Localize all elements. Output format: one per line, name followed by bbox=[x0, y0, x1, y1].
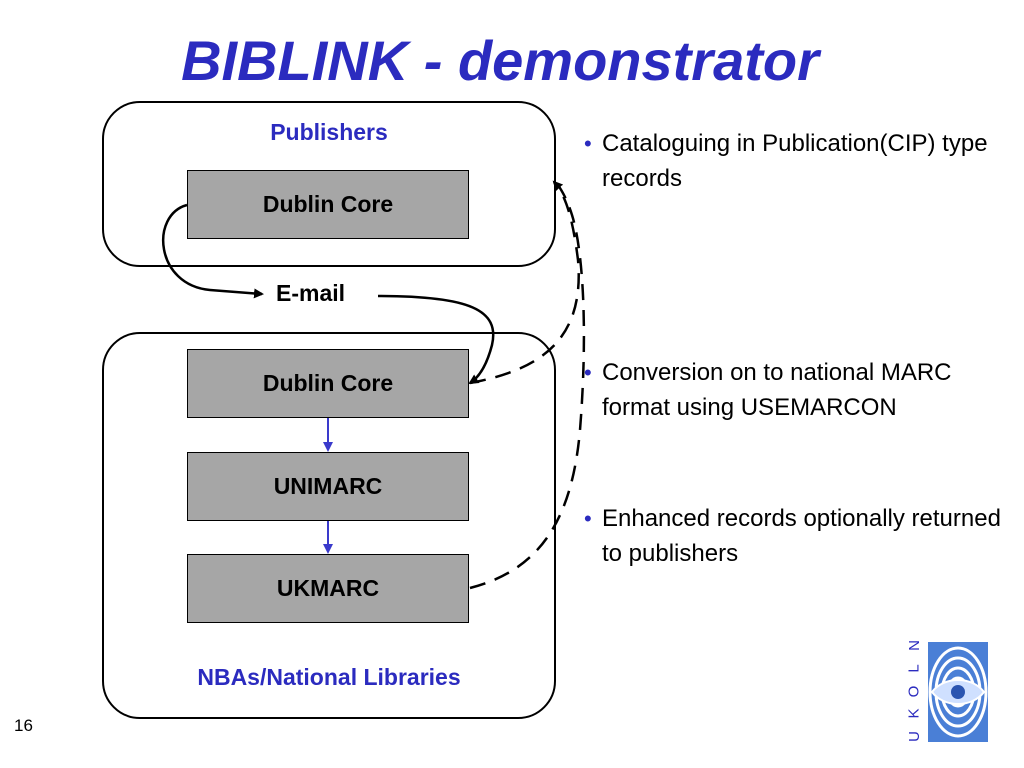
bullet-dot: • bbox=[584, 131, 592, 156]
email-label: E-mail bbox=[276, 280, 346, 306]
logo-letter: O bbox=[905, 685, 923, 697]
bullet-item: • Conversion on to national MARC format … bbox=[584, 355, 1004, 425]
bullet-item: • Enhanced records optionally returned t… bbox=[584, 501, 1004, 571]
bullet-text: Enhanced records optionally returned to … bbox=[602, 505, 1001, 567]
ukoln-logo-text: N L O K U bbox=[903, 637, 925, 745]
bullet-text: Cataloguing in Publication(CIP) type rec… bbox=[602, 130, 988, 192]
bullet-item: • Cataloguing in Publication(CIP) type r… bbox=[584, 126, 1004, 196]
bullet-dot: • bbox=[584, 360, 592, 385]
libraries-label: NBAs/National Libraries bbox=[197, 664, 461, 690]
page-number: 16 bbox=[14, 716, 33, 735]
email-receive-connector bbox=[377, 294, 495, 385]
unimarc-box[interactable]: UNIMARC bbox=[187, 452, 469, 521]
ukmarc-box[interactable]: UKMARC bbox=[187, 554, 469, 623]
libraries-dublin-core-box[interactable]: Dublin Core bbox=[187, 349, 469, 418]
logo-letter: N bbox=[905, 640, 923, 651]
bullet-text: Conversion on to national MARC format us… bbox=[602, 359, 952, 421]
logo-letter: L bbox=[905, 664, 923, 673]
logo-letter: K bbox=[905, 708, 923, 719]
bullet-dot: • bbox=[584, 506, 592, 531]
enhanced-return-dashed-connector bbox=[469, 181, 586, 590]
slide-title: BIBLINK - demonstrator bbox=[181, 29, 819, 92]
email-send-connector bbox=[162, 203, 264, 299]
logo-letter: U bbox=[905, 731, 923, 742]
ukoln-eye-logo-icon bbox=[928, 642, 988, 742]
publishers-label: Publishers bbox=[270, 119, 388, 145]
publishers-dublin-core-box[interactable]: Dublin Core bbox=[187, 170, 469, 239]
cip-return-dashed-connector bbox=[469, 180, 580, 385]
